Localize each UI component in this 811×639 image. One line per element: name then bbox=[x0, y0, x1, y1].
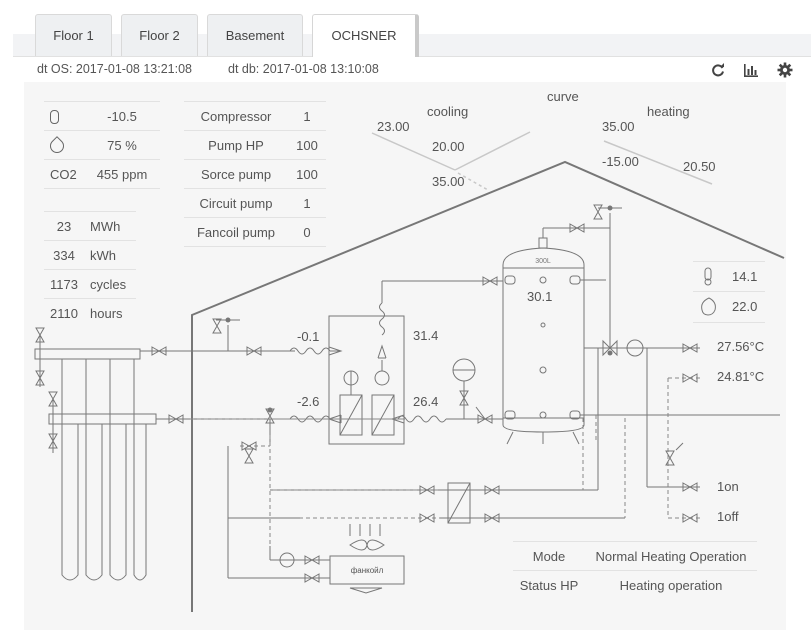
valve-off-label: 1off bbox=[717, 509, 739, 524]
pump-label: Compressor bbox=[184, 101, 288, 131]
pump-label: Pump HP bbox=[184, 130, 288, 160]
temperature-row: -10.5 bbox=[44, 101, 160, 131]
hp-in-temperature: 26.4 bbox=[413, 394, 439, 409]
energy-value: 2110 bbox=[50, 305, 78, 321]
tank-label: 300L bbox=[535, 258, 551, 265]
tab-floor-2[interactable]: Floor 2 bbox=[121, 14, 198, 56]
curve-graph bbox=[371, 131, 713, 191]
tab-bar: Floor 1 Floor 2 Basement OCHSNER bbox=[13, 14, 811, 57]
tab-basement[interactable]: Basement bbox=[207, 14, 303, 56]
return-temperature: 24.81°C bbox=[717, 369, 765, 384]
gear-icon[interactable] bbox=[777, 62, 793, 78]
energy-value: 334 bbox=[44, 240, 84, 270]
fancoil-unit bbox=[329, 524, 405, 594]
cooling-left-value: 23.00 bbox=[377, 119, 410, 134]
heating-left-bottom-value: -15.00 bbox=[602, 154, 639, 169]
buffer-tank bbox=[502, 227, 780, 445]
thermometer-icon bbox=[50, 109, 59, 124]
expansion-vessel bbox=[446, 358, 503, 420]
energy-value: 23 bbox=[44, 211, 84, 241]
energy-unit: MWh bbox=[84, 211, 136, 241]
outdoor-temperature: -10.5 bbox=[84, 101, 160, 131]
tab-label: Floor 1 bbox=[53, 28, 94, 43]
pump-value: 1 bbox=[288, 101, 326, 131]
energy-value: 1173 bbox=[44, 269, 84, 299]
energy-unit: cycles bbox=[84, 269, 136, 299]
tab-label: OCHSNER bbox=[331, 28, 397, 43]
dt-os: dt OS: 2017-01-08 13:21:08 bbox=[37, 62, 192, 76]
refresh-icon[interactable] bbox=[710, 62, 726, 78]
cooling-bottom-value: 35.00 bbox=[432, 174, 465, 189]
fancoil-label: фанкойл bbox=[351, 566, 384, 575]
valve-on-label: 1on bbox=[717, 479, 739, 494]
tank-temperature: 30.1 bbox=[527, 289, 553, 304]
heat-pump-unit bbox=[269, 280, 503, 446]
plate-heat-exchanger bbox=[447, 482, 471, 524]
heating-label: heating bbox=[647, 104, 690, 119]
tab-ochsner[interactable]: OCHSNER bbox=[312, 14, 419, 57]
co2-label: CO2 bbox=[44, 159, 84, 189]
mode-label: Mode bbox=[513, 541, 585, 571]
environment-table: -10.5 75 % CO2 455 ppm bbox=[44, 101, 160, 189]
humidity-row: 75 % bbox=[44, 130, 160, 160]
mode-row: Mode Normal Heating Operation bbox=[513, 541, 757, 571]
pump-value: 100 bbox=[288, 130, 326, 160]
hp-out-temperature: 31.4 bbox=[413, 328, 439, 343]
pump-label: Sorce pump bbox=[184, 159, 288, 189]
status-hp-label: Status HP bbox=[519, 577, 579, 593]
outdoor-humidity: 75 % bbox=[84, 130, 160, 160]
room-humidity: 22.0 bbox=[732, 299, 758, 314]
ground-probes bbox=[34, 336, 157, 581]
humidity-icon bbox=[47, 135, 67, 156]
source-out-temperature: -2.6 bbox=[297, 394, 320, 409]
co2-value: 455 ppm bbox=[84, 159, 160, 189]
pump-value: 0 bbox=[288, 217, 326, 247]
energy-row: 2110 hours bbox=[44, 299, 136, 328]
source-in-temperature: -0.1 bbox=[297, 329, 320, 344]
co2-row: CO2 455 ppm bbox=[44, 159, 160, 189]
tab-floor-1[interactable]: Floor 1 bbox=[35, 14, 112, 56]
house-outline bbox=[191, 160, 785, 612]
mode-value: Normal Heating Operation bbox=[585, 541, 757, 571]
cooling-mid-value: 20.00 bbox=[432, 139, 465, 154]
cooling-label: cooling bbox=[427, 104, 469, 119]
status-table: Mode Normal Heating Operation Status HP … bbox=[513, 541, 757, 599]
tab-label: Floor 2 bbox=[139, 28, 180, 43]
curve-title: curve bbox=[547, 89, 579, 104]
dt-db: dt db: 2017-01-08 13:10:08 bbox=[228, 62, 379, 76]
status-hp-row: Status HP Heating operation bbox=[513, 571, 757, 600]
heating-left-top-value: 35.00 bbox=[602, 119, 635, 134]
status-hp-value: Heating operation bbox=[619, 577, 723, 593]
heating-right-value: 20.50 bbox=[683, 159, 716, 174]
energy-unit: hours bbox=[90, 305, 123, 321]
energy-unit: kWh bbox=[84, 240, 136, 270]
bar-chart-icon[interactable] bbox=[743, 62, 759, 78]
room-temperature: 14.1 bbox=[732, 269, 758, 284]
pump-label: Circuit pump bbox=[184, 188, 288, 218]
tab-label: Basement bbox=[225, 28, 285, 43]
pump-value: 1 bbox=[288, 188, 326, 218]
pump-value: 100 bbox=[288, 159, 326, 189]
room-sensor-panel bbox=[693, 261, 765, 323]
pump-label: Fancoil pump bbox=[184, 217, 288, 247]
supply-temperature: 27.56°C bbox=[717, 339, 765, 354]
